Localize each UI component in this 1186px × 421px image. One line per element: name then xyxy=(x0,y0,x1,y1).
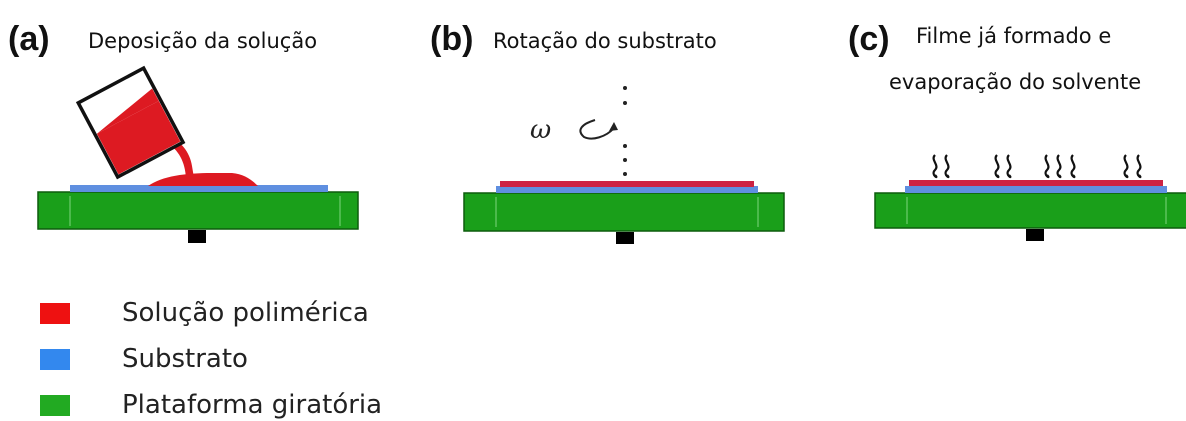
substrate-c xyxy=(905,186,1167,193)
panel-b-caption: Rotação do substrato xyxy=(493,29,717,53)
film-b xyxy=(500,181,754,187)
panel-a-caption: Deposição da solução xyxy=(88,29,318,53)
platform-a xyxy=(37,191,359,230)
legend-item-solution: Solução polimérica xyxy=(40,298,369,328)
rotation-arrow-b xyxy=(579,119,615,140)
substrate-a xyxy=(70,185,328,192)
legend-item-substrate: Substrato xyxy=(40,344,248,374)
legend-label-platform: Plataforma giratória xyxy=(122,390,383,420)
omega-symbol: ω xyxy=(530,115,551,145)
panel-c-caption-line2: evaporação do solvente xyxy=(889,70,1142,94)
panel-b-drawing xyxy=(463,86,785,244)
legend-label-solution: Solução polimérica xyxy=(122,298,369,328)
axle-b xyxy=(616,232,634,244)
legend-swatch-red xyxy=(40,302,70,324)
legend-swatch-blue xyxy=(40,348,70,370)
legend-swatch-green xyxy=(40,394,70,416)
platform-c xyxy=(874,192,1186,229)
film-c xyxy=(909,180,1163,186)
legend-item-platform: Plataforma giratória xyxy=(40,390,382,420)
panel-b-letter: (b) xyxy=(430,20,474,58)
panel-c-caption-line1: Filme já formado e xyxy=(916,24,1112,48)
solution-puddle-a xyxy=(148,173,258,186)
beaker-a xyxy=(75,65,186,180)
rotation-axis-b xyxy=(623,86,627,176)
panel-c-letter: (c) xyxy=(848,20,890,58)
axle-c xyxy=(1026,229,1044,241)
panel-c-drawing xyxy=(874,154,1186,241)
substrate-b xyxy=(496,186,758,193)
evaporation-wisps-c xyxy=(932,154,1142,179)
panel-a-letter: (a) xyxy=(8,20,50,58)
panel-a-drawing xyxy=(37,65,359,243)
platform-b xyxy=(463,192,785,232)
axle-a xyxy=(188,230,206,243)
legend-label-substrate: Substrato xyxy=(122,344,248,374)
